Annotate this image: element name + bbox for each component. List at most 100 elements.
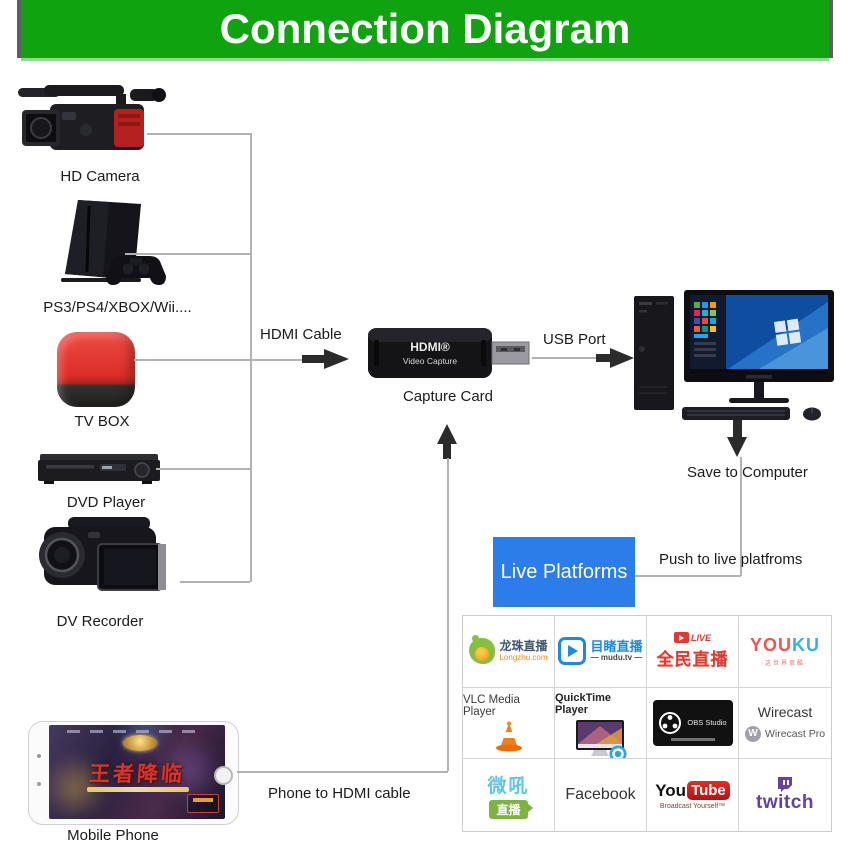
page-title: Connection Diagram	[219, 5, 631, 52]
youku-slogan: ·这世界很酷·	[761, 661, 809, 668]
live-platforms-box: Live Platforms	[493, 537, 635, 607]
wirecast-name: Wirecast	[757, 703, 813, 720]
platform-wirecast: Wirecast W Wirecast Pro	[739, 688, 831, 760]
game-menu-bar	[67, 730, 217, 733]
usb-connector-line	[532, 357, 598, 359]
phone-up-arrow-shaft	[443, 442, 451, 459]
longzhu-name: 龙珠直播	[499, 639, 548, 654]
platform-obs: OBS Studio	[647, 687, 739, 760]
push-to-live-label: Push to live platfroms	[659, 551, 803, 568]
longzhu-domain: Longzhu.com	[499, 652, 548, 662]
card-print-video-capture: Video Capture	[403, 356, 457, 366]
dvd-player-image	[38, 454, 160, 484]
camera-connector-line	[147, 133, 250, 135]
banner-right-bar	[829, 0, 833, 58]
quicktime-name: QuickTime Player	[555, 691, 612, 716]
usb-arrow-icon	[610, 348, 634, 368]
screen-art-glow	[159, 735, 219, 805]
platform-twitch: twitch	[739, 759, 831, 831]
vlc-name: VLC Media Player	[463, 693, 520, 718]
phone-home-button	[214, 765, 233, 785]
facebook-name: Facebook	[565, 786, 636, 804]
platform-mudu: 目睹直播 — mudu.tv —	[555, 616, 647, 688]
dv-recorder-label: DV Recorder	[56, 613, 144, 630]
game-crest	[123, 735, 157, 751]
hdmi-arrow-shaft	[302, 355, 326, 363]
hdmi-cable-label: HDMI Cable	[260, 326, 342, 343]
game-console-label: PS3/PS4/XBOX/Wii....	[43, 299, 192, 316]
platform-vlc: VLC Media Player	[463, 687, 555, 760]
game-console-image	[61, 200, 166, 285]
platform-longzhu: 龙珠直播 Longzhu.com	[463, 616, 555, 688]
wirecast-pro-label: Wirecast Pro	[764, 727, 826, 740]
platform-quicktime: QuickTime Player	[555, 687, 647, 760]
obs-logo-box: OBS Studio	[652, 699, 733, 746]
phone-horizontal-line	[237, 771, 448, 773]
save-to-computer-label: Save to Computer	[687, 464, 808, 481]
hdmi-connector-line	[134, 359, 306, 361]
tv-box-image	[57, 332, 135, 407]
mobile-phone-label: Mobile Phone	[67, 827, 159, 844]
platform-facebook: Facebook	[555, 759, 647, 831]
mudu-domain: — mudu.tv —	[590, 653, 643, 663]
push-horizontal-line	[635, 575, 741, 577]
phone-up-arrow-icon	[437, 424, 457, 444]
platform-youku: YOUKU ·这世界很酷·	[739, 616, 831, 688]
dv-recorder-image	[39, 517, 166, 591]
tv-box-label: TV BOX	[74, 413, 130, 430]
quicktime-imac-icon	[575, 719, 626, 759]
phone-camera-dot	[37, 754, 41, 758]
vhall-name: 微吼	[487, 776, 530, 798]
banner-background: Connection Diagram	[21, 0, 829, 61]
youtube-you-text: You	[655, 780, 687, 800]
vhall-live-badge: 直播	[489, 800, 533, 820]
game-title-text: 王者降临	[88, 763, 186, 786]
obs-tagline-bar	[670, 738, 715, 741]
quanmin-name: 全民直播	[656, 650, 729, 670]
twitch-name: twitch	[756, 792, 814, 814]
vlc-cone-icon	[495, 721, 522, 752]
mobile-phone-image: 王者降临	[28, 721, 239, 825]
longzhu-dragon-icon	[469, 635, 496, 665]
mudu-play-icon	[558, 637, 587, 666]
save-arrow-shaft	[733, 418, 742, 439]
game-corner-badge	[187, 794, 219, 813]
mudu-name: 目睹直播	[590, 638, 643, 654]
quanmin-live-text: LIVE	[690, 633, 711, 644]
dvd-connector-line	[156, 468, 250, 470]
phone-vertical-line	[447, 458, 449, 771]
capture-card-image: HDMI® Video Capture	[368, 328, 530, 378]
youtube-slogan: Broadcast Yourself™	[659, 802, 726, 810]
platform-grid: 龙珠直播 Longzhu.com 目睹直播 — mudu.tv — LIVE 全…	[462, 615, 832, 832]
phone-speaker-dot	[37, 782, 41, 786]
game-subtitle-bar	[87, 787, 189, 792]
hdmi-arrow-icon	[324, 349, 349, 369]
youtube-tube-badge: Tube	[687, 781, 730, 801]
sources-bus-line	[250, 133, 252, 582]
hd-camera-label: HD Camera	[60, 168, 140, 185]
phone-screen: 王者降临	[49, 725, 225, 819]
wirecast-w-icon: W	[744, 725, 761, 742]
platform-quanmin: LIVE 全民直播	[647, 616, 739, 688]
computer-image	[634, 290, 834, 421]
save-arrow-icon	[727, 437, 747, 457]
hd-camera-image	[18, 85, 166, 150]
youku-ku-text: KU	[792, 635, 820, 656]
capture-card-label: Capture Card	[402, 388, 494, 405]
push-vertical-line	[740, 457, 742, 576]
console-connector-line	[125, 253, 250, 255]
youku-you-text: YOU	[749, 635, 792, 656]
twitch-bubble-icon	[777, 777, 792, 793]
dvd-player-label: DVD Player	[66, 494, 146, 511]
usb-port-label: USB Port	[543, 331, 606, 348]
quanmin-play-icon	[673, 632, 689, 644]
banner-left-bar	[17, 0, 21, 58]
phone-to-hdmi-label: Phone to HDMI cable	[268, 785, 411, 802]
obs-name: OBS Studio	[687, 718, 727, 728]
platform-youtube: You Tube Broadcast Yourself™	[647, 759, 739, 831]
card-print-hdmi: HDMI®	[410, 340, 450, 354]
platform-vhall: 微吼 直播	[463, 759, 555, 831]
obs-spiral-icon	[659, 711, 682, 734]
dv-connector-line	[180, 581, 250, 583]
